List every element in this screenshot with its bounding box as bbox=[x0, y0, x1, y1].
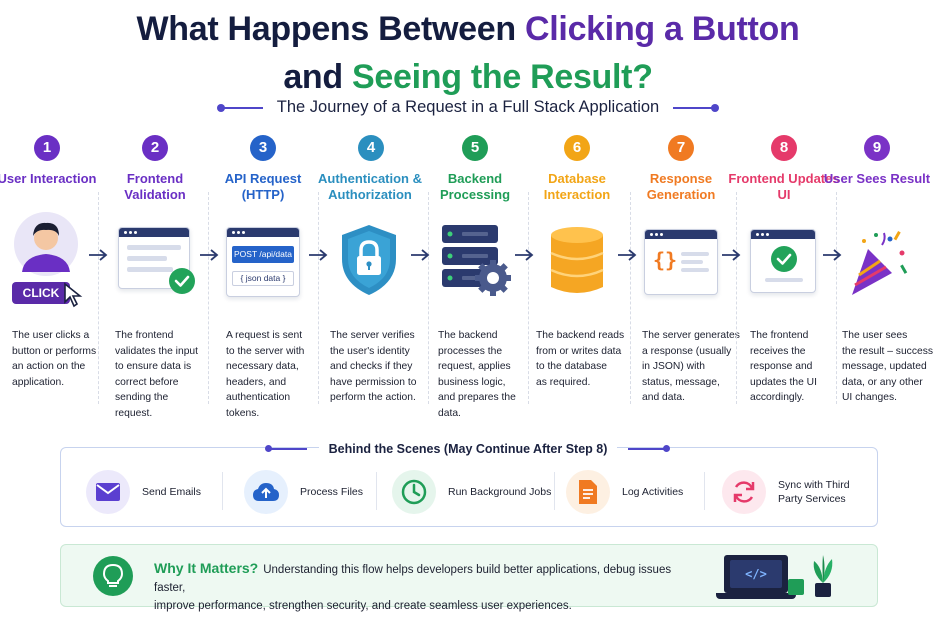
lightbulb-icon bbox=[93, 556, 133, 596]
step-divider bbox=[630, 192, 631, 404]
subtitle-decor-line-right bbox=[673, 103, 720, 112]
step-number: 8 bbox=[771, 135, 797, 161]
step-number: 6 bbox=[564, 135, 590, 161]
laptop-code-icon: </> bbox=[716, 555, 836, 603]
step-divider bbox=[836, 192, 837, 404]
form-check-icon bbox=[118, 227, 198, 299]
database-icon bbox=[550, 227, 604, 293]
api-endpoint-label: POST /api/data bbox=[232, 246, 294, 263]
title-text: and bbox=[283, 58, 353, 96]
step-divider bbox=[318, 192, 319, 404]
step-number: 7 bbox=[668, 135, 694, 161]
code-glyph: </> bbox=[730, 560, 782, 588]
title-highlight-green: Seeing the Result? bbox=[352, 58, 653, 96]
flow-arrow-icon bbox=[89, 249, 108, 261]
step-name: User Interaction bbox=[0, 171, 97, 186]
behind-item-label: Run Background Jobs bbox=[448, 486, 552, 498]
step-name: Frontend Validation bbox=[124, 171, 186, 202]
party-popper-icon bbox=[852, 231, 908, 295]
behind-item-label: Send Emails bbox=[142, 486, 201, 498]
behind-item-background-jobs: Run Background Jobs bbox=[392, 470, 551, 514]
behind-item-send-emails: Send Emails bbox=[86, 470, 201, 514]
sync-icon bbox=[722, 470, 766, 514]
flow-arrow-icon bbox=[200, 249, 219, 261]
behind-item-process-files: Process Files bbox=[244, 470, 363, 514]
why-it-matters-panel: Why It Matters?Understanding this flow h… bbox=[60, 544, 878, 612]
flow-arrow-icon bbox=[309, 249, 328, 261]
why-it-matters-text: Why It Matters?Understanding this flow h… bbox=[154, 560, 672, 612]
mug-icon bbox=[788, 579, 804, 595]
page-title-line2: and Seeing the Result? bbox=[0, 57, 936, 97]
behind-separator bbox=[554, 472, 555, 510]
clock-icon bbox=[392, 470, 436, 514]
click-badge: CLICK bbox=[12, 282, 70, 304]
step-divider bbox=[98, 192, 99, 404]
why-it-matters-heading: Why It Matters? bbox=[154, 560, 259, 576]
flow-arrow-icon bbox=[618, 249, 637, 261]
behind-separator bbox=[376, 472, 377, 510]
step-name: Authentication & Authorization bbox=[318, 171, 422, 202]
step-divider bbox=[428, 192, 429, 404]
json-response-icon: {} bbox=[644, 229, 718, 295]
subtitle-decor-line-left bbox=[216, 103, 263, 112]
success-check-icon bbox=[771, 246, 797, 272]
json-data-label: { json data } bbox=[232, 271, 294, 286]
mail-icon bbox=[86, 470, 130, 514]
behind-decor-line-right bbox=[628, 445, 670, 452]
flow-arrow-icon bbox=[722, 249, 741, 261]
step-name: Response Generation bbox=[646, 171, 716, 202]
flow-arrow-icon bbox=[515, 249, 534, 261]
subtitle-row: The Journey of a Request in a Full Stack… bbox=[0, 98, 936, 117]
checkmark-icon bbox=[169, 268, 195, 294]
cloud-upload-icon bbox=[244, 470, 288, 514]
api-request-icon: POST /api/data { json data } bbox=[226, 227, 300, 297]
step-divider bbox=[736, 192, 737, 404]
step-name: Database Interaction bbox=[543, 171, 611, 202]
step-number: 1 bbox=[34, 135, 60, 161]
user-click-icon: CLICK bbox=[10, 210, 90, 310]
server-gear-icon bbox=[442, 225, 511, 296]
behind-item-label: Process Files bbox=[300, 486, 364, 498]
step-name: Backend Processing bbox=[439, 171, 511, 202]
step-number: 5 bbox=[462, 135, 488, 161]
flow-arrow-icon bbox=[823, 249, 842, 261]
step-divider bbox=[208, 192, 209, 404]
step-number: 3 bbox=[250, 135, 276, 161]
behind-item-label: Log Activities bbox=[622, 486, 684, 498]
behind-decor-line-left bbox=[265, 445, 307, 452]
cursor-icon bbox=[64, 282, 83, 308]
step-name: User Sees Result bbox=[823, 171, 931, 186]
step-name: API Request (HTTP) bbox=[224, 171, 302, 202]
title-text: What Happens Between bbox=[136, 10, 526, 48]
document-icon bbox=[566, 470, 610, 514]
behind-item-log-activities: Log Activities bbox=[566, 470, 683, 514]
step-number: 2 bbox=[142, 135, 168, 161]
flow-arrow-icon bbox=[411, 249, 430, 261]
lock-shield-icon bbox=[342, 225, 396, 295]
step-number: 4 bbox=[358, 135, 384, 161]
page-subtitle: The Journey of a Request in a Full Stack… bbox=[276, 98, 660, 116]
behind-the-scenes-title: Behind the Scenes (May Continue After St… bbox=[0, 440, 936, 458]
plant-icon bbox=[813, 555, 833, 597]
ui-update-icon bbox=[750, 229, 816, 293]
behind-separator bbox=[704, 472, 705, 510]
step-number: 9 bbox=[864, 135, 890, 161]
title-highlight-purple: Clicking a Button bbox=[525, 10, 800, 48]
behind-separator bbox=[222, 472, 223, 510]
step-name: Frontend Updates UI bbox=[728, 171, 840, 202]
step-divider bbox=[528, 192, 529, 404]
page-title-line1: What Happens Between Clicking a Button bbox=[0, 9, 936, 49]
